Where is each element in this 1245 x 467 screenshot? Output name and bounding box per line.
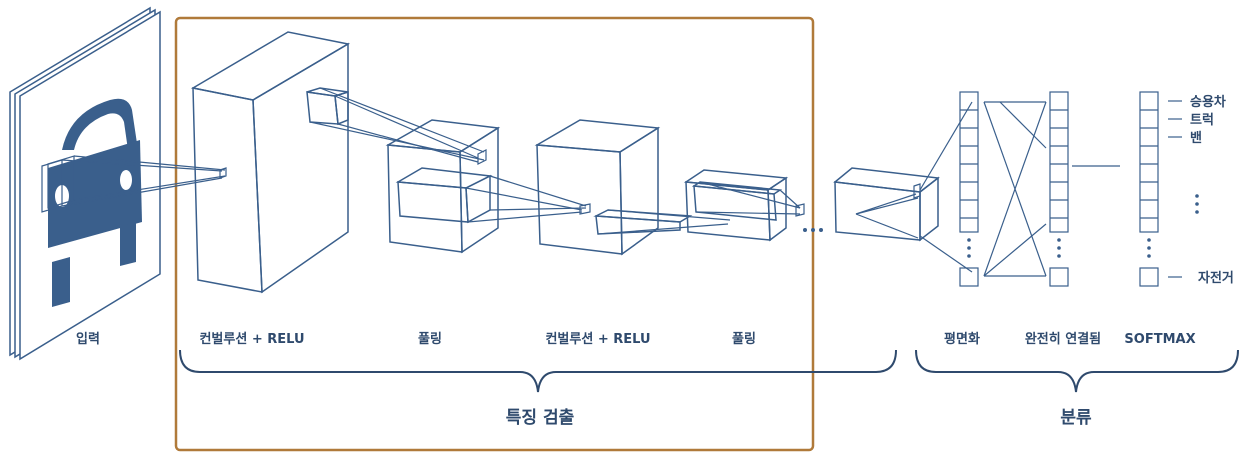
brace-feature-extraction [179, 349, 897, 393]
flatten-layer [959, 91, 979, 287]
label-input: 입력 [76, 332, 100, 347]
label-feature-extraction: 특징 검출 [506, 408, 575, 428]
class-label-car: 승용차 [1190, 94, 1226, 110]
conv2-volume [534, 119, 693, 256]
class-label-truck: 트럭 [1190, 113, 1214, 128]
label-classification: 분류 [1060, 408, 1092, 428]
label-fully-connected: 완전히 연결됨 [1025, 331, 1101, 347]
label-conv2: 컨벌루션 + RELU [545, 331, 650, 347]
label-pool1: 풀링 [418, 332, 442, 347]
feature-extraction-highlight [174, 16, 815, 452]
final-feature-volume [833, 167, 940, 242]
input-image [9, 6, 227, 361]
brace-classification [915, 349, 1239, 393]
class-label-van: 밴 [1190, 131, 1202, 146]
pool1-volume [385, 119, 501, 254]
class-labels: 승용차 트럭 밴 자전거 [1168, 94, 1234, 286]
label-flatten: 평면화 [944, 331, 980, 347]
label-pool2: 풀링 [732, 332, 756, 347]
pool2-volume [683, 169, 789, 242]
fully-connected-layer [1049, 91, 1069, 287]
label-conv1: 컨벌루션 + RELU [199, 331, 304, 347]
label-softmax: SOFTMAX [1124, 332, 1195, 347]
ellipsis-dots [803, 228, 823, 232]
softmax-layer [1139, 91, 1159, 287]
conv1-volume [190, 31, 351, 294]
class-label-bicycle: 자전거 [1198, 270, 1234, 286]
